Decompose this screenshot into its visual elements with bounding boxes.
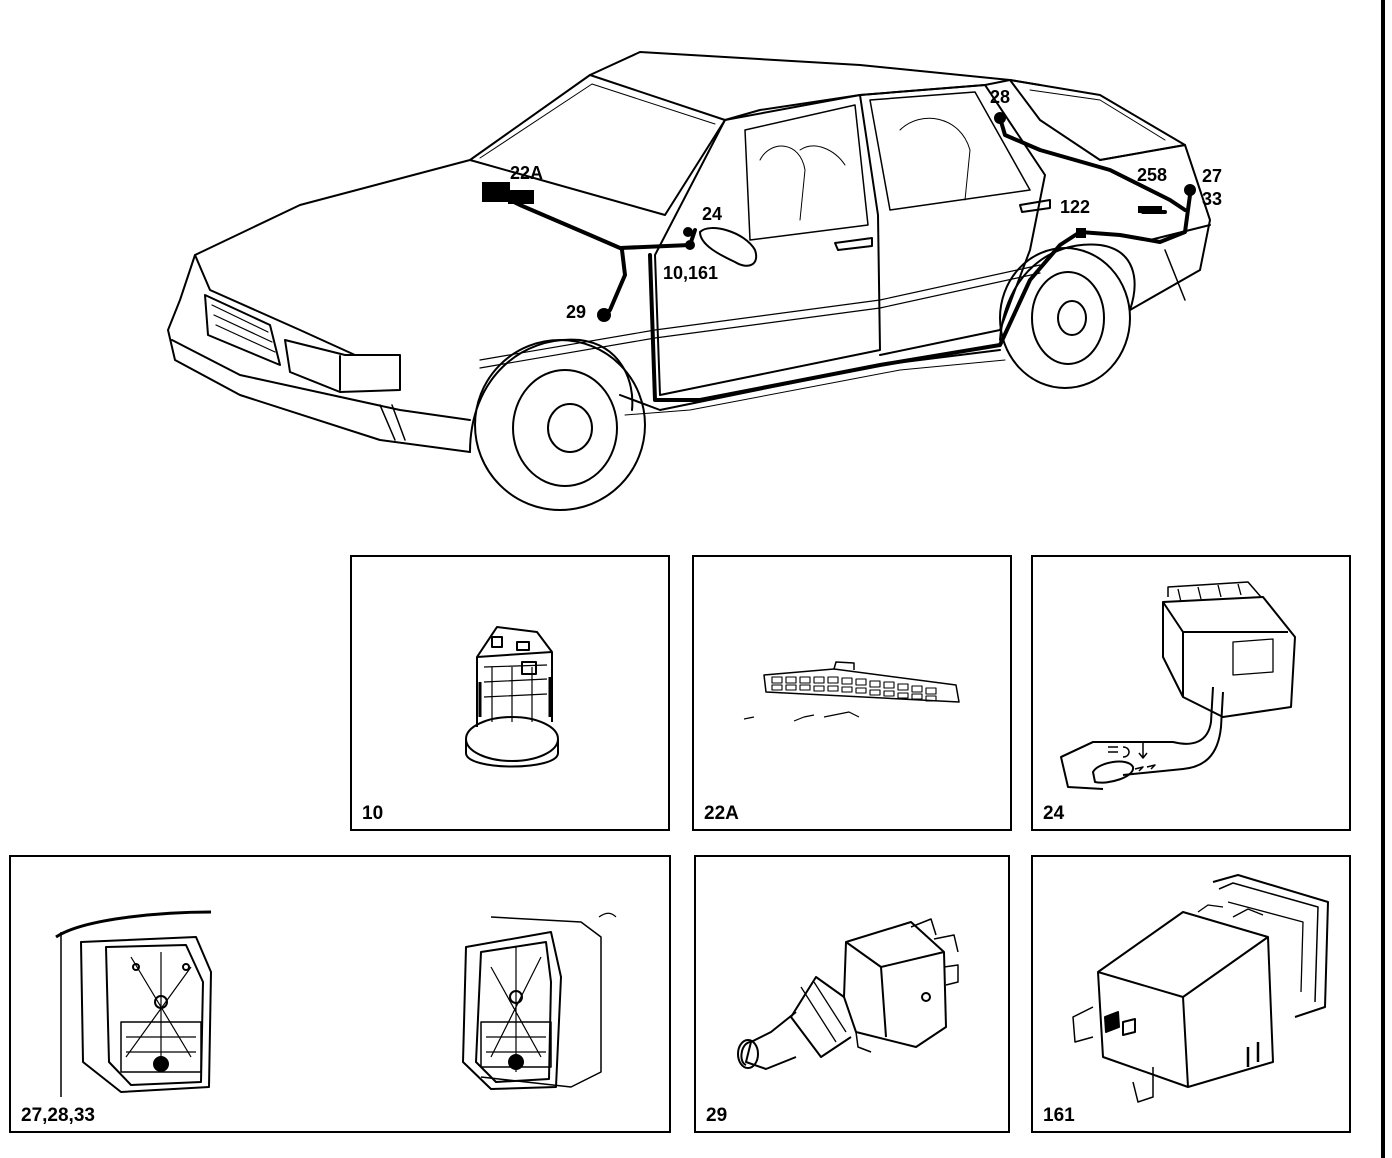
callout-122: 122 bbox=[1060, 197, 1091, 217]
stalk-switch-drawing bbox=[1060, 581, 1296, 790]
car-drawing bbox=[167, 51, 1211, 511]
panel-label-22a: 22A bbox=[704, 803, 739, 824]
detail-panel-29: 29 bbox=[694, 855, 1010, 1133]
detail-panel-161: 161 bbox=[1031, 855, 1351, 1133]
callout-258: 258 bbox=[1137, 165, 1168, 185]
page-edge-line bbox=[1381, 0, 1385, 1158]
detail-panel-24: 24 bbox=[1031, 555, 1351, 831]
panel-label-27-28-33: 27,28,33 bbox=[21, 1105, 95, 1126]
relay-switch-drawing bbox=[1072, 874, 1329, 1103]
rotary-switch-drawing bbox=[465, 626, 559, 768]
connector-block-drawing bbox=[743, 661, 960, 722]
detail-panel-27-28-33: 27,28,33 bbox=[9, 855, 671, 1133]
detail-panel-10: 10 bbox=[350, 555, 670, 831]
lamp-holders-drawing bbox=[55, 910, 617, 1097]
callout-24: 24 bbox=[702, 204, 723, 224]
panel-label-24: 24 bbox=[1043, 803, 1065, 824]
callout-33: 33 bbox=[1202, 189, 1223, 209]
panel-label-161: 161 bbox=[1043, 1105, 1075, 1126]
callout-27: 27 bbox=[1202, 166, 1223, 186]
panel-label-29: 29 bbox=[706, 1105, 728, 1126]
callout-22a: 22A bbox=[510, 163, 544, 183]
car-overview-illustration: 22A 24 10,161 29 28 258 27 33 122 bbox=[160, 40, 1240, 520]
callout-28: 28 bbox=[990, 87, 1011, 107]
panel-label-10: 10 bbox=[362, 803, 384, 824]
callout-10-161: 10,161 bbox=[663, 263, 719, 283]
detail-panel-22a: 22A bbox=[692, 555, 1012, 831]
callout-29: 29 bbox=[566, 302, 587, 322]
brake-light-switch-drawing bbox=[737, 918, 959, 1070]
